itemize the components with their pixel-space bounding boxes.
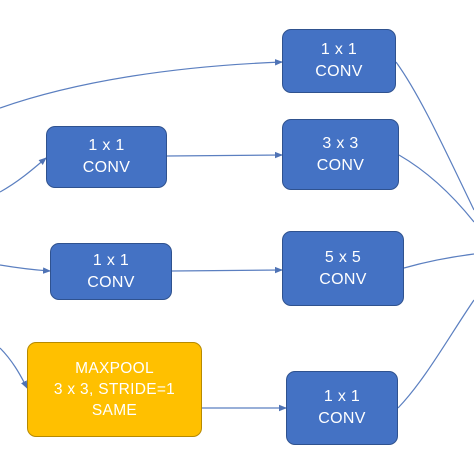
node-label-line: 1 x 1	[323, 388, 361, 405]
edge-conv1x1b-to-conv5x5	[171, 266, 283, 274]
node-label-line: 3 x 3, STRIDE=1	[53, 381, 176, 398]
conv1x1-after-pool-node: 1 x 1 CONV	[286, 371, 398, 445]
edge-input-to-maxpool	[0, 347, 28, 389]
edge-input-to-conv1x1-reduce-a	[0, 157, 47, 193]
edge-conv5x5-to-output	[403, 253, 474, 269]
node-label-line: MAXPOOL	[75, 360, 154, 377]
node-label-line: 5 x 5	[324, 248, 362, 266]
conv1x1-reduce-a-node: 1 x 1 CONV	[46, 126, 167, 188]
maxpool-node: MAXPOOL 3 x 3, STRIDE=1 SAME	[27, 342, 202, 437]
node-label-line: 3 x 3	[322, 134, 359, 152]
conv3x3-node: 3 x 3 CONV	[282, 119, 399, 190]
node-label-line: 1 x 1	[92, 251, 130, 269]
edge-conv1x1a-to-conv3x3	[166, 151, 283, 159]
edge-input-to-conv1x1-top	[0, 59, 283, 109]
node-label-line: CONV	[318, 410, 366, 427]
node-label-line: CONV	[87, 273, 135, 291]
node-label-line: CONV	[319, 270, 367, 288]
edge-conv3x3-to-output	[398, 154, 474, 223]
edge-conv1x1-top-to-output	[395, 61, 474, 211]
node-label-line: 1 x 1	[88, 137, 125, 154]
edge-input-to-conv1x1-reduce-b	[0, 264, 51, 274]
conv1x1-reduce-b-node: 1 x 1 CONV	[50, 243, 172, 300]
conv5x5-node: 5 x 5 CONV	[282, 231, 404, 306]
node-label-line: CONV	[316, 156, 365, 174]
edge-conv1x1-bottom-to-output	[397, 299, 474, 409]
node-label-line: 1 x 1	[320, 41, 358, 58]
node-label-line: SAME	[91, 402, 138, 419]
node-label-line: CONV	[315, 63, 363, 80]
node-label-line: CONV	[82, 159, 131, 176]
conv1x1-top-node: 1 x 1 CONV	[282, 29, 396, 93]
